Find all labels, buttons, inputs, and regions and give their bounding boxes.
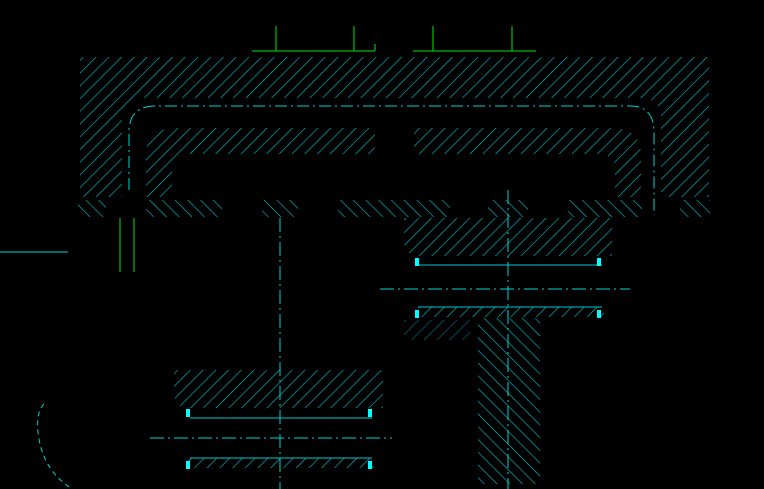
bearing-marker-icon	[415, 258, 419, 266]
bearing-marker-icon	[597, 258, 601, 266]
bearing-marker-icon	[186, 461, 190, 469]
right-bearing-assembly	[404, 218, 612, 484]
left-bearing-assembly	[174, 370, 383, 469]
housing-centerline-icon	[128, 105, 655, 215]
bearing-marker-icon	[368, 409, 372, 417]
inner-housing-section-right	[414, 128, 641, 197]
inner-housing-section-left	[146, 128, 375, 197]
right-centerlines-icon	[380, 190, 630, 489]
left-dimension-lines-icon	[119, 218, 135, 272]
lower-left-arc-icon	[37, 403, 73, 489]
flange-row-section	[78, 200, 710, 217]
bearing-marker-icon	[415, 310, 419, 318]
bearing-marker-icon	[368, 461, 372, 469]
bearing-marker-icon	[186, 409, 190, 417]
outer-housing-section	[80, 57, 709, 197]
bearing-marker-icon	[597, 310, 601, 318]
top-dimension-lines-icon	[252, 26, 536, 52]
